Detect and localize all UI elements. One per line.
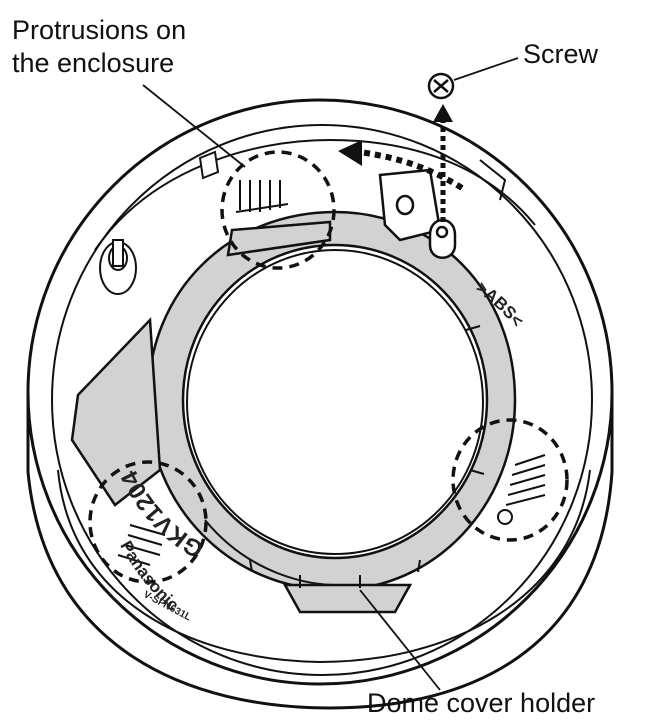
protrusion-right-screw [497, 509, 513, 525]
bracket-post-hole [435, 225, 449, 239]
highlight-circle-top [220, 150, 336, 270]
holder-label-tab [70, 317, 162, 507]
protrusion-teeth [235, 180, 289, 213]
arrow-up-head [433, 104, 453, 122]
boss-post [112, 239, 124, 267]
inner-wall-step [479, 159, 507, 201]
screw-icon [427, 72, 455, 100]
holder-top-tab [226, 220, 332, 257]
dome-cover-holder-callout: Dome cover holder [367, 688, 596, 718]
screw-slot [433, 79, 449, 93]
highlight-circle-right [451, 418, 569, 542]
arrow-left-dotted [359, 149, 464, 191]
holder-bottom-tab [282, 583, 413, 614]
mounting-boss-left [99, 239, 137, 295]
opening-notch-5 [465, 325, 481, 331]
protrusion-left-teeth [117, 524, 166, 566]
highlight-circles [88, 150, 569, 584]
dome-cover-holder [70, 210, 517, 614]
leader-screw [453, 57, 519, 81]
protrusion-right [497, 454, 546, 525]
opening-notch-1 [249, 559, 253, 573]
leader-lines [142, 57, 519, 691]
inner-wall [94, 138, 536, 251]
protrusions-callout-line1: Protrusions on [12, 15, 187, 45]
protrusion-top [198, 150, 289, 213]
bracket-hole [395, 194, 415, 216]
highlight-circle-left [88, 460, 208, 584]
protrusions-callout: Protrusions on the enclosure [12, 14, 186, 80]
opening-notch-6 [469, 469, 485, 475]
protrusion-right-teeth [505, 454, 546, 506]
leader-protrusions [142, 84, 246, 168]
arrow-left-head [338, 140, 362, 166]
protrusion-left [117, 524, 166, 566]
leader-dome [359, 589, 441, 691]
screw-callout: Screw [523, 39, 599, 69]
protrusion-block [198, 150, 220, 180]
opening-edge [186, 249, 484, 555]
screw-bracket [378, 168, 457, 259]
protrusions-callout-line2: the enclosure [12, 48, 175, 78]
inner-wall-curve [94, 138, 536, 251]
inner-opening [186, 249, 485, 588]
bracket-post [428, 218, 457, 259]
opening-ledge [204, 519, 336, 586]
removal-arrows [338, 104, 464, 222]
enclosure-floor-edge [57, 469, 591, 664]
opening-notch-4 [417, 559, 421, 573]
